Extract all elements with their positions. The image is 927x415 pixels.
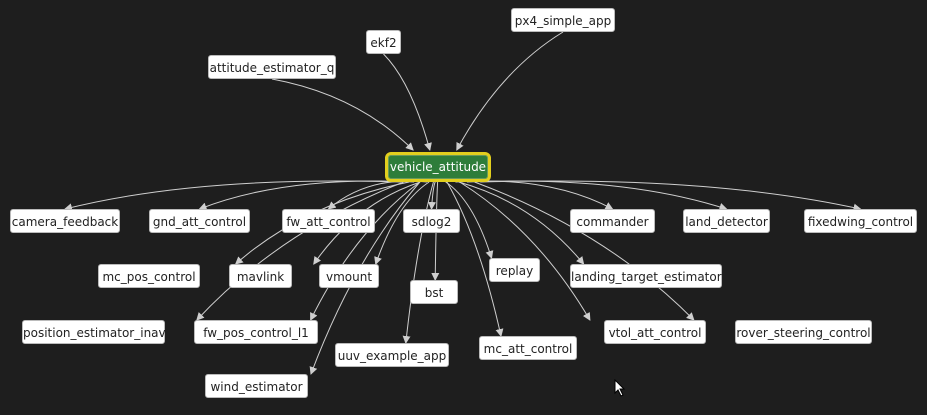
node-landing-target-estimator[interactable]: landing_target_estimator: [570, 264, 722, 288]
node-attitude-estimator-q[interactable]: attitude_estimator_q: [208, 55, 336, 79]
node-commander[interactable]: commander: [570, 209, 655, 233]
edge-gnd-att-control: [198, 180, 415, 211]
edge-position-estimator-inav: [196, 181, 404, 321]
edge-replay: [445, 181, 494, 259]
node-gnd-att-control[interactable]: gnd_att_control: [149, 209, 250, 233]
edge-rover-steering-control: [474, 181, 695, 321]
node-mavlink[interactable]: mavlink: [229, 264, 292, 288]
node-land-detector[interactable]: land_detector: [683, 209, 770, 233]
node-rover-steering-control[interactable]: rover_steering_control: [735, 320, 872, 344]
node-position-estimator-inav[interactable]: position_estimator_inav: [22, 320, 166, 344]
edge-uuv-example-app: [402, 181, 434, 344]
node-uuv-example-app[interactable]: uuv_example_app: [335, 343, 449, 367]
node-mc-att-control[interactable]: mc_att_control: [479, 336, 577, 360]
edge-mc-att-control: [446, 181, 504, 337]
node-vtol-att-control[interactable]: vtol_att_control: [604, 320, 706, 344]
edge-px4-simple-app: [456, 31, 564, 151]
node-fixedwing-control[interactable]: fixedwing_control: [804, 209, 917, 233]
node-vmount[interactable]: vmount: [319, 264, 379, 288]
node-vehicle-attitude[interactable]: vehicle_attitude: [385, 152, 491, 182]
edge-fw-pos-control-l1: [310, 181, 421, 321]
node-bst[interactable]: bst: [410, 280, 458, 304]
edge-landing-target-estimator: [458, 181, 585, 265]
node-mc-pos-control[interactable]: mc_pos_control: [98, 264, 200, 288]
edge-vmount: [374, 181, 430, 265]
node-fw-att-control[interactable]: fw_att_control: [282, 209, 375, 233]
edge-fixedwing-control: [480, 180, 862, 212]
node-fw-pos-control-l1[interactable]: fw_pos_control_l1: [194, 320, 318, 344]
edge-vtol-att-control: [459, 181, 591, 321]
node-ekf2[interactable]: ekf2: [366, 30, 401, 54]
node-replay[interactable]: replay: [489, 258, 540, 282]
edge-ekf2: [383, 53, 432, 151]
edge-camera-feedback: [64, 180, 401, 212]
node-px4-simple-app[interactable]: px4_simple_app: [511, 8, 615, 32]
node-camera-feedback[interactable]: camera_feedback: [10, 209, 120, 233]
node-sdlog2[interactable]: sdlog2: [403, 209, 460, 233]
node-wind-estimator[interactable]: wind_estimator: [205, 374, 308, 398]
edge-attitude-estimator-q: [271, 78, 414, 151]
